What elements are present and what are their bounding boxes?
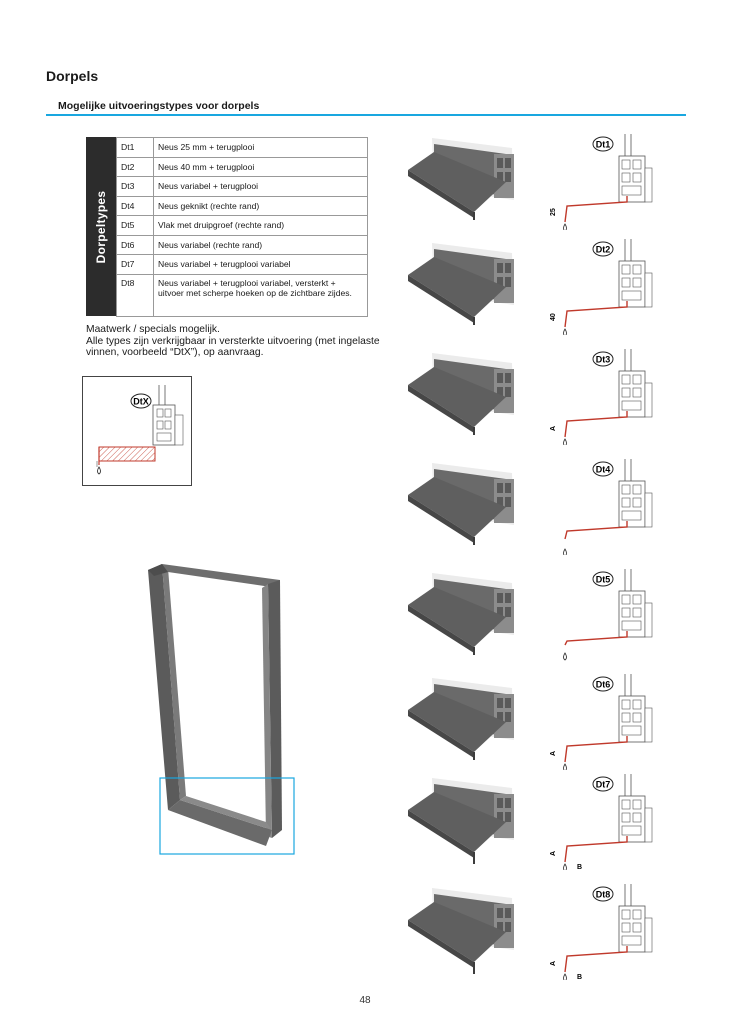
page-number: 48 bbox=[359, 995, 371, 1006]
page-title: Dorpels bbox=[46, 68, 99, 84]
row-desc: Neus 40 mm + terugplooi bbox=[153, 156, 368, 177]
dimension-label: A bbox=[550, 851, 557, 856]
detail-badge: Dt6 bbox=[596, 680, 611, 690]
sill-3d-render bbox=[408, 888, 514, 974]
dimension-label: A bbox=[550, 961, 557, 966]
side-label-text: Dorpeltypes bbox=[94, 190, 108, 263]
row-desc: Neus 25 mm + terugplooi bbox=[153, 137, 368, 158]
technical-detail-drawing: Dt5 bbox=[563, 569, 653, 661]
section-subtitle: Mogelijke uitvoeringstypes voor dorpels bbox=[58, 100, 260, 112]
detail-badge: Dt4 bbox=[596, 465, 611, 475]
note-line-2: Alle types zijn verkrijgbaar in versterk… bbox=[86, 335, 380, 359]
detail-badge: Dt7 bbox=[596, 780, 611, 790]
row-desc: Neus variabel + terugplooi variabel, ver… bbox=[153, 273, 368, 317]
detail-badge: Dt2 bbox=[596, 245, 611, 255]
detail-badge: Dt8 bbox=[596, 890, 611, 900]
row-code: Dt3 bbox=[116, 176, 154, 197]
sill-3d-render bbox=[408, 243, 514, 325]
row-desc: Neus variabel (rechte rand) bbox=[153, 234, 368, 255]
row-code: Dt4 bbox=[116, 195, 154, 216]
dtx-example-box: DtX bbox=[82, 376, 192, 486]
row-code: Dt8 bbox=[116, 273, 154, 317]
note-text: Maatwerk / specials mogelijk. Alle types… bbox=[86, 324, 386, 359]
row-desc: Neus variabel + terugplooi variabel bbox=[153, 254, 368, 275]
detail-badge: Dt3 bbox=[596, 355, 611, 365]
row-code: Dt6 bbox=[116, 234, 154, 255]
sill-frame-illustration bbox=[148, 564, 295, 855]
row-code: Dt1 bbox=[116, 137, 154, 158]
dimension-label: 25 bbox=[550, 208, 557, 216]
sill-3d-render bbox=[408, 138, 514, 220]
row-desc: Neus geknikt (rechte rand) bbox=[153, 195, 368, 216]
row-desc: Vlak met druipgroef (rechte rand) bbox=[153, 215, 368, 236]
dimension-label: B bbox=[577, 864, 582, 870]
detail-badge: Dt1 bbox=[596, 140, 611, 150]
technical-detail-drawing: Dt2 40 bbox=[550, 239, 653, 335]
dtx-detail-drawing: DtX bbox=[96, 385, 184, 475]
sill-3d-render bbox=[408, 463, 514, 545]
dimension-label: A bbox=[550, 751, 557, 756]
dimension-label: B bbox=[577, 974, 582, 980]
note-line-1: Maatwerk / specials mogelijk. bbox=[86, 324, 220, 335]
sill-3d-render bbox=[408, 573, 514, 655]
dimension-label: A bbox=[550, 426, 557, 431]
dimension-label: 40 bbox=[550, 313, 557, 321]
row-code: Dt5 bbox=[116, 215, 154, 236]
dtx-badge: DtX bbox=[133, 397, 149, 407]
row-code: Dt2 bbox=[116, 156, 154, 177]
sill-3d-render bbox=[408, 678, 514, 760]
detail-badge: Dt5 bbox=[596, 575, 611, 585]
technical-detail-drawing: Dt1 25 bbox=[550, 134, 653, 230]
row-code: Dt7 bbox=[116, 254, 154, 275]
technical-detail-drawing: Dt4 bbox=[563, 459, 653, 555]
row-desc: Neus variabel + terugplooi bbox=[153, 176, 368, 197]
section-divider bbox=[46, 114, 686, 116]
sill-3d-render bbox=[408, 353, 514, 435]
sill-3d-render bbox=[408, 778, 514, 864]
table-side-label: Dorpeltypes bbox=[86, 137, 116, 316]
